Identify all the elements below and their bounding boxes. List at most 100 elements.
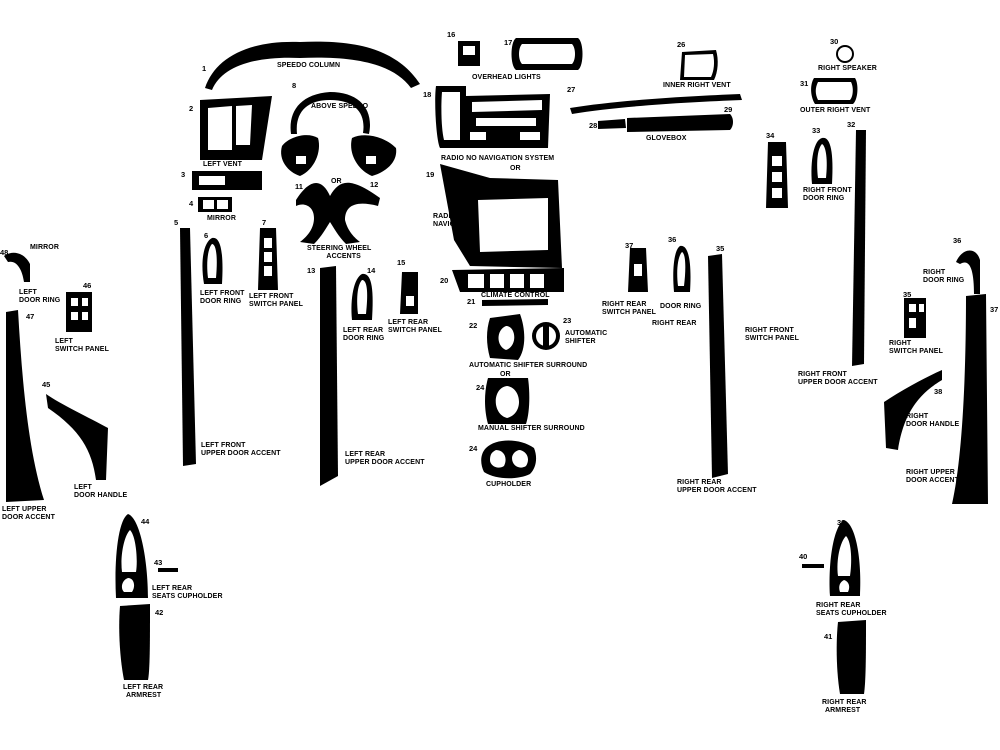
part-speedo-column bbox=[205, 41, 420, 90]
part-number: 24 bbox=[476, 383, 485, 392]
label-overhead-lights: OVERHEAD LIGHTS bbox=[472, 74, 541, 81]
part-number: 9 bbox=[306, 134, 311, 143]
part-cupholder bbox=[481, 440, 537, 479]
label-outer-right-vent: OUTER RIGHT VENT bbox=[800, 107, 871, 114]
part-number: 42 bbox=[155, 608, 164, 617]
part-mirror-left bbox=[4, 252, 30, 282]
part-right-switch-panel bbox=[904, 298, 926, 338]
part-number: 35 bbox=[716, 244, 725, 253]
part-right-rear-upper-door-accent bbox=[708, 254, 728, 478]
part-left-rear-upper-door-accent bbox=[320, 266, 338, 486]
part-steering-right bbox=[351, 135, 397, 176]
part-left-rear-door-ring bbox=[351, 273, 373, 320]
label-door-ring: DOOR RING bbox=[660, 303, 702, 310]
part-number: 33 bbox=[812, 126, 821, 135]
part-number: 30 bbox=[830, 37, 839, 46]
part-glovebox bbox=[627, 114, 733, 132]
part-number: 17 bbox=[504, 38, 513, 47]
part-number: 37 bbox=[625, 241, 634, 250]
label-manual-shifter-surround: MANUAL SHIFTER SURROUND bbox=[478, 425, 585, 432]
part-number: 40 bbox=[799, 552, 808, 561]
part-number: 27 bbox=[567, 85, 576, 94]
part-number: 20 bbox=[440, 276, 449, 285]
part-left-rear-switch-panel bbox=[400, 272, 418, 314]
part-40 bbox=[802, 564, 824, 568]
part-right-rear-seats-cupholder bbox=[829, 520, 861, 596]
part-right-front-door-ring bbox=[811, 137, 833, 184]
part-radio-with-nav bbox=[440, 164, 562, 268]
part-left-front-door-ring bbox=[202, 237, 223, 284]
part-mirror bbox=[198, 197, 232, 212]
part-16 bbox=[458, 41, 480, 66]
part-number: 4 bbox=[189, 199, 194, 208]
label-cupholder: CUPHOLDER bbox=[486, 481, 532, 488]
label-inner-right-vent: INNER RIGHT VENT bbox=[663, 82, 731, 89]
part-number: 12 bbox=[370, 180, 379, 189]
part-number: 19 bbox=[426, 170, 435, 179]
part-number: 22 bbox=[469, 321, 478, 330]
label-or: OR bbox=[510, 165, 521, 172]
part-inner-right-vent bbox=[680, 50, 718, 80]
part-number: 45 bbox=[42, 380, 51, 389]
part-number: 18 bbox=[423, 90, 432, 99]
part-number: 1 bbox=[202, 64, 207, 73]
part-number: 8 bbox=[292, 81, 297, 90]
part-left-door-handle bbox=[46, 394, 108, 480]
part-number: 35 bbox=[903, 290, 912, 299]
part-outer-right-vent bbox=[811, 78, 858, 104]
label-right-speaker: RIGHT SPEAKER bbox=[818, 65, 877, 72]
part-right-rear-armrest bbox=[836, 620, 866, 694]
part-number: 31 bbox=[800, 79, 809, 88]
label-glovebox: GLOVEBOX bbox=[646, 135, 687, 142]
part-28 bbox=[598, 119, 626, 129]
part-43 bbox=[158, 568, 178, 572]
part-radio-no-nav bbox=[435, 86, 550, 148]
part-number: 37 bbox=[990, 305, 999, 314]
part-27 bbox=[570, 94, 742, 114]
label-or: OR bbox=[500, 371, 511, 378]
label-mirror: MIRROR bbox=[207, 215, 236, 222]
part-number: 13 bbox=[307, 266, 316, 275]
part-overhead-lights bbox=[511, 38, 583, 70]
part-right-upper-door-accent bbox=[952, 294, 988, 504]
part-number: 10 bbox=[357, 135, 366, 144]
part-number: 23 bbox=[563, 316, 572, 325]
part-right-door-ring bbox=[956, 250, 980, 294]
part-number: 44 bbox=[141, 517, 150, 526]
part-left-vent bbox=[200, 96, 272, 160]
part-number: 48 bbox=[0, 248, 9, 257]
part-number: 3 bbox=[181, 170, 186, 179]
part-left-rear-armrest bbox=[119, 604, 150, 680]
part-right-front-upper-door-accent bbox=[852, 130, 866, 366]
part-number: 14 bbox=[367, 266, 376, 275]
part-number: 39 bbox=[837, 518, 846, 527]
part-number: 32 bbox=[847, 120, 856, 129]
part-21 bbox=[482, 299, 548, 306]
part-number: 11 bbox=[295, 182, 303, 191]
part-number: 36 bbox=[953, 236, 962, 245]
part-right-door-handle bbox=[884, 370, 942, 450]
part-number: 43 bbox=[154, 558, 163, 567]
part-steering-accent bbox=[296, 182, 380, 244]
